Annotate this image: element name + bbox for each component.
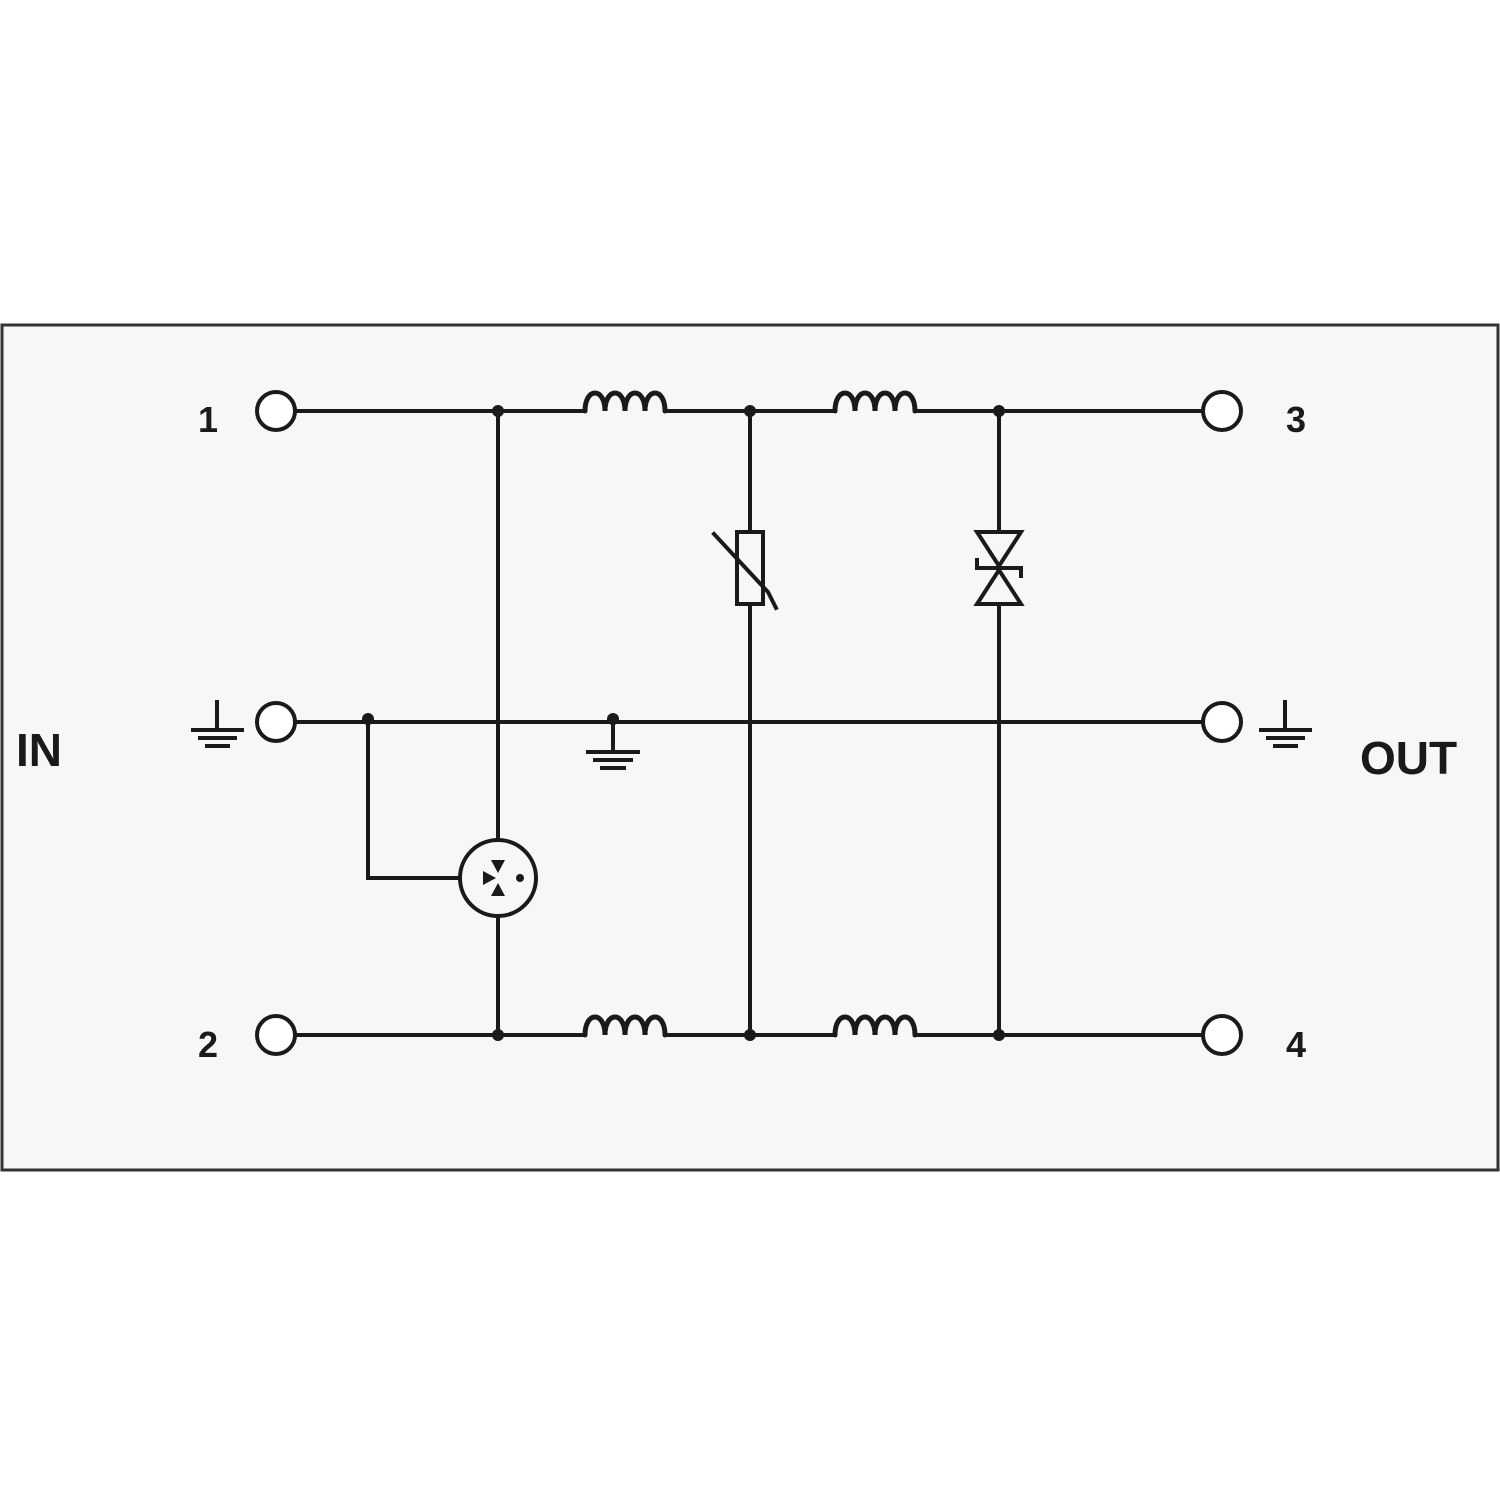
- inductor-bottom-right: [832, 1014, 918, 1038]
- gas-discharge-tube-icon: [458, 838, 538, 918]
- terminal-2: [255, 1014, 297, 1056]
- inductor-top-right: [832, 390, 918, 414]
- top-line: [295, 390, 1202, 414]
- ground-icon-center: [586, 717, 640, 770]
- gas-discharge-branch: [366, 409, 500, 1037]
- varistor-icon: [711, 530, 779, 611]
- terminal-ground-out: [1201, 701, 1243, 743]
- terminal-ground-in: [255, 701, 297, 743]
- terminal-1: [255, 390, 297, 432]
- ground-icon-in: [191, 700, 244, 748]
- ground-icon-out: [1259, 700, 1312, 748]
- inductor-top-left: [582, 390, 668, 414]
- terminal-label-1: 1: [198, 399, 218, 440]
- terminal-label-2: 2: [198, 1024, 218, 1065]
- terminal-4: [1201, 1014, 1243, 1056]
- tvs-diode-icon: [973, 530, 1025, 606]
- output-side-label: OUT: [1360, 732, 1457, 784]
- input-side-label: IN: [16, 724, 62, 776]
- terminal-label-4: 4: [1286, 1024, 1306, 1065]
- inductor-bottom-left: [582, 1014, 668, 1038]
- terminal-label-3: 3: [1286, 399, 1306, 440]
- terminal-3: [1201, 390, 1243, 432]
